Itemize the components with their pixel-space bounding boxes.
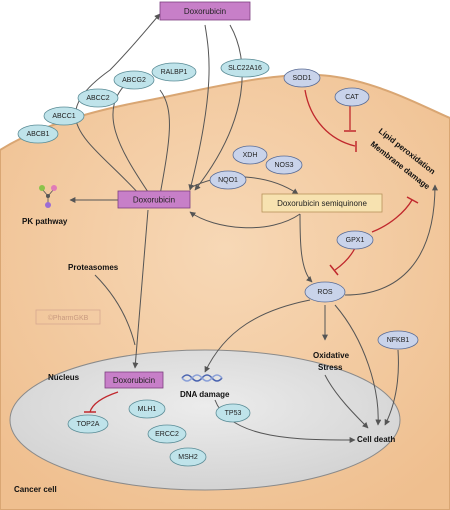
dna-icon [181, 374, 223, 382]
enzyme-nos3[interactable]: NOS3 [265, 155, 303, 175]
transporter-abcg2[interactable]: ABCG2 [113, 70, 155, 90]
enzyme-sod1[interactable]: SOD1 [283, 68, 321, 88]
arrow-semiquinone-back [189, 211, 301, 229]
gene-mlh1[interactable]: MLH1 [128, 399, 166, 419]
arrow-efflux-abcb1 [75, 13, 161, 196]
arrow-proteasomes [94, 274, 136, 346]
oxidative-stress-label-1: Oxidative [313, 351, 350, 360]
transporter-abcc1[interactable]: ABCC1 [43, 106, 85, 126]
svg-text:ROS: ROS [317, 289, 333, 296]
svg-text:SLC22A16: SLC22A16 [228, 65, 262, 72]
svg-text:RALBP1: RALBP1 [161, 69, 188, 76]
svg-text:GPX1: GPX1 [346, 237, 365, 244]
arrow-to-nucleus [132, 209, 149, 369]
watermark-label: ©PharmGKB [48, 314, 89, 322]
arrow-ros-lipid [344, 184, 438, 296]
svg-text:TOP2A: TOP2A [77, 421, 100, 428]
svg-text:NOS3: NOS3 [274, 162, 293, 169]
svg-text:XDH: XDH [243, 152, 258, 159]
cancer-cell-label: Cancer cell [14, 485, 57, 494]
enzyme-xdh[interactable]: XDH [232, 145, 268, 165]
enzyme-nqo1[interactable]: NQO1 [209, 170, 247, 190]
proteasomes-label: Proteasomes [68, 263, 119, 272]
enzyme-gpx1[interactable]: GPX1 [336, 230, 374, 250]
svg-text:ABCB1: ABCB1 [27, 131, 50, 138]
doxorubicin-extracellular-label: Doxorubicin [184, 7, 226, 16]
svg-text:SOD1: SOD1 [292, 75, 311, 82]
doxorubicin-cytoplasm-label: Doxorubicin [133, 196, 175, 205]
transporter-abcc2[interactable]: ABCC2 [77, 88, 119, 108]
svg-text:NFKB1: NFKB1 [387, 337, 410, 344]
doxorubicin-cytoplasm-box[interactable]: Doxorubicin [117, 190, 191, 209]
arrow-ros-celldeath [334, 304, 382, 426]
arrow-oxidative-celldeath [324, 374, 369, 429]
arrow-to-semiquinone [189, 176, 299, 195]
arrow-influx-right [194, 24, 243, 191]
enzyme-cat[interactable]: CAT [334, 87, 370, 107]
svg-text:CAT: CAT [345, 94, 359, 101]
svg-text:ABCG2: ABCG2 [122, 77, 146, 84]
transporter-slc22a16[interactable]: SLC22A16 [220, 58, 270, 78]
doxorubicin-extracellular-box[interactable]: Doxorubicin [159, 1, 251, 21]
doxorubicin-semiquinone-label: Doxorubicin semiquinone [277, 199, 367, 208]
gene-top2a[interactable]: TOP2A [67, 414, 109, 434]
oxidative-stress-label-2: Stress [318, 363, 343, 372]
cell-death-label: Cell death [357, 435, 395, 444]
pk-pathway-icon [39, 185, 57, 208]
dna-damage-label: DNA damage [180, 390, 230, 399]
nucleus-label: Nucleus [48, 373, 80, 382]
svg-text:TP53: TP53 [225, 410, 242, 417]
arrow-efflux-abcc [112, 79, 151, 196]
pk-pathway-label: PK pathway [22, 217, 68, 226]
svg-text:ABCC1: ABCC1 [52, 113, 75, 120]
arrow-efflux-ralbp1 [159, 89, 170, 196]
svg-text:ERCC2: ERCC2 [155, 431, 179, 438]
doxorubicin-nucleus-box[interactable]: Doxorubicin [104, 371, 164, 389]
svg-text:MSH2: MSH2 [178, 454, 198, 461]
inhibit-dox-top2a [89, 391, 119, 413]
gene-tp53[interactable]: TP53 [215, 403, 251, 423]
ros-node[interactable]: ROS [304, 281, 346, 303]
transporter-abcb1[interactable]: ABCB1 [17, 124, 59, 144]
inhibit-gpx1-ros [334, 247, 356, 271]
svg-text:MLH1: MLH1 [138, 406, 157, 413]
svg-text:ABCC2: ABCC2 [86, 95, 109, 102]
inhibit-gpx1-bar [406, 196, 419, 204]
doxorubicin-semiquinone-box[interactable]: Doxorubicin semiquinone [261, 193, 383, 213]
arrow-ros-dna [204, 299, 311, 373]
gene-ercc2[interactable]: ERCC2 [147, 424, 187, 444]
svg-text:NQO1: NQO1 [218, 177, 238, 184]
enzyme-nfkb1[interactable]: NFKB1 [377, 330, 419, 350]
inhibit-gpx1-lipid [371, 199, 413, 233]
gene-msh2[interactable]: MSH2 [169, 447, 207, 467]
inhibit-gpx1-ros-bar [329, 264, 339, 276]
arrow-semiquinone-ros [299, 213, 313, 283]
doxorubicin-nucleus-label: Doxorubicin [113, 376, 155, 385]
arrow-influx-slc22a16 [188, 24, 210, 191]
transporter-ralbp1[interactable]: RALBP1 [151, 62, 197, 82]
arrow-nfkb1-celldeath [384, 349, 399, 426]
watermark-frame [35, 309, 101, 325]
inhibit-sod1-lipid [304, 89, 356, 147]
